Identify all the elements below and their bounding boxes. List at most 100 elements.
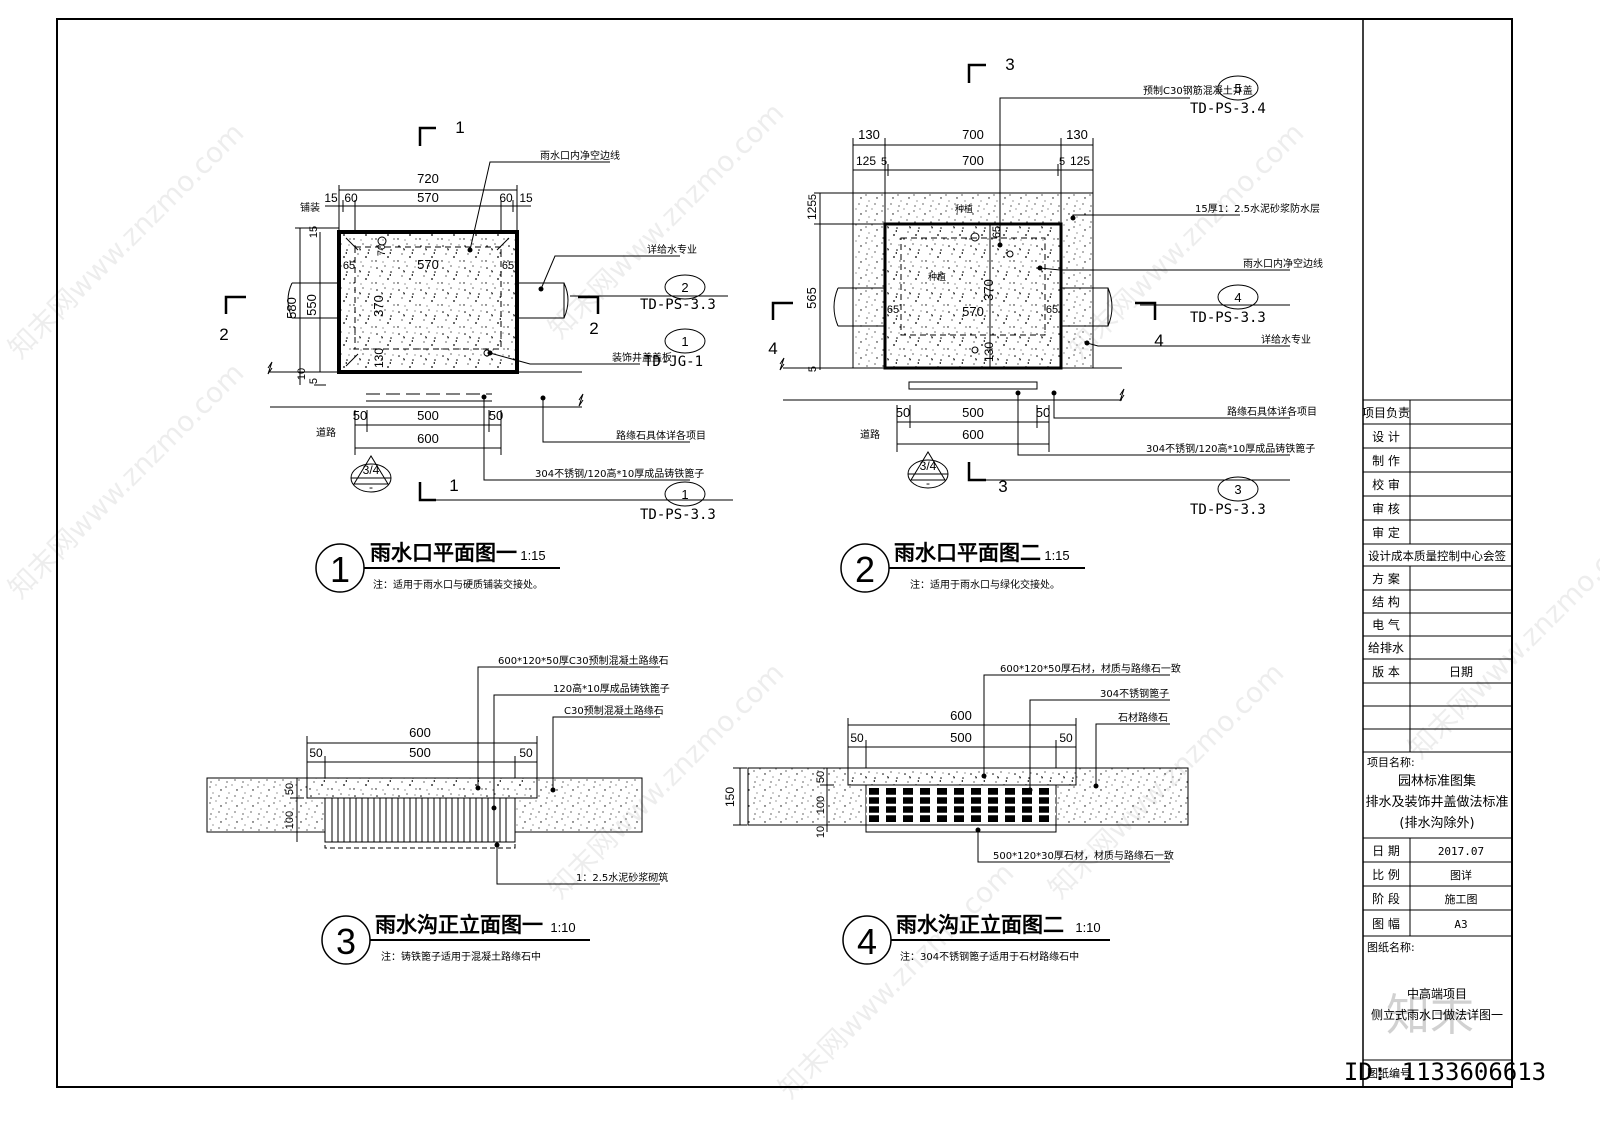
svg-text:15: 15 — [324, 191, 338, 205]
svg-text:15厚1：2.5水泥砂浆防水层: 15厚1：2.5水泥砂浆防水层 — [1195, 202, 1320, 215]
svg-text:15: 15 — [308, 226, 320, 238]
tb-row: 审 定 — [1372, 525, 1400, 540]
svg-text:版 本: 版 本 — [1372, 665, 1400, 679]
svg-text:图纸名称:: 图纸名称: — [1367, 940, 1415, 954]
tb-row: 项目负责 — [1362, 406, 1410, 420]
svg-text:15: 15 — [519, 191, 533, 205]
svg-text:5: 5 — [807, 194, 819, 200]
svg-text:4: 4 — [768, 339, 777, 358]
svg-text:排水及装饰井盖做法标准: 排水及装饰井盖做法标准 — [1365, 795, 1508, 810]
d3-title: 雨水沟正立面图一 — [375, 913, 543, 937]
svg-text:580: 580 — [284, 297, 299, 319]
svg-text:知末网www.znzmo.com: 知末网www.znzmo.com — [2, 116, 251, 365]
d3-number: 3 — [336, 921, 356, 962]
drawing-2-plan — [771, 63, 1290, 593]
d1-title: 雨水口平面图一 — [370, 541, 517, 565]
svg-text:结 构: 结 构 — [1372, 594, 1400, 609]
svg-text:日 期: 日 期 — [1372, 844, 1400, 858]
d2-number: 2 — [855, 549, 875, 590]
svg-text:道路: 道路 — [860, 428, 880, 441]
svg-text:-: - — [926, 476, 930, 490]
svg-text:(排水沟除外): (排水沟除外) — [1399, 816, 1474, 831]
svg-text:60: 60 — [499, 191, 513, 205]
svg-text:150: 150 — [723, 787, 737, 807]
svg-text:304不锈钢/120高*10厚成品铸铁篦子: 304不锈钢/120高*10厚成品铸铁篦子 — [1146, 442, 1315, 455]
drawing-4-elevation — [733, 674, 1189, 965]
svg-text:装饰井盖盖板: 装饰井盖盖板 — [612, 351, 672, 364]
tb-project-label: 项目名称: — [1367, 755, 1415, 769]
svg-text:50: 50 — [815, 771, 827, 783]
svg-text:1: 1 — [455, 118, 464, 137]
drawing-1-plan — [224, 126, 733, 593]
svg-text:4: 4 — [1234, 290, 1241, 305]
svg-text:TD-PS-3.4: TD-PS-3.4 — [1190, 101, 1266, 117]
svg-text:700: 700 — [962, 127, 984, 142]
svg-text:图纸编号: 图纸编号 — [1367, 1066, 1411, 1080]
svg-text:50: 50 — [309, 746, 323, 760]
svg-text:65: 65 — [502, 260, 514, 272]
svg-text:2: 2 — [589, 319, 598, 338]
svg-text:C30预制混凝土路缘石: C30预制混凝土路缘石 — [564, 704, 664, 717]
svg-text:50: 50 — [896, 405, 910, 420]
svg-text:知末网www.znzmo.com: 知末网www.znzmo.com — [1062, 116, 1311, 365]
svg-text:施工图: 施工图 — [1445, 893, 1478, 906]
tb-row: 制 作 — [1372, 454, 1400, 468]
tb-row: 校 审 — [1372, 477, 1400, 492]
svg-text:50: 50 — [1036, 405, 1050, 420]
watermark-logo: 知末 — [1386, 990, 1474, 1041]
svg-text:65: 65 — [887, 304, 899, 316]
grate-bars-3 — [331, 798, 507, 842]
svg-text:130: 130 — [982, 342, 996, 362]
svg-text:TD-PS-3.3: TD-PS-3.3 — [1190, 502, 1266, 518]
svg-text:50: 50 — [353, 408, 367, 423]
d1-note: 注：适用于雨水口与硬质铺装交接处。 — [373, 578, 543, 591]
svg-text:500: 500 — [950, 730, 972, 745]
svg-text:65: 65 — [343, 260, 355, 272]
svg-text:50: 50 — [1059, 731, 1073, 745]
svg-text:1：2.5水泥砂浆砌筑: 1：2.5水泥砂浆砌筑 — [576, 871, 668, 884]
svg-text:5: 5 — [1059, 156, 1065, 168]
tb-cosign: 设计成本质量控制中心会签 — [1368, 549, 1506, 563]
svg-text:500: 500 — [417, 408, 439, 423]
svg-text:3: 3 — [1234, 482, 1241, 497]
d4-title: 雨水沟正立面图二 — [896, 913, 1064, 937]
svg-text:65: 65 — [1046, 304, 1058, 316]
svg-text:100: 100 — [815, 796, 827, 814]
svg-text:125: 125 — [1070, 154, 1090, 168]
svg-text:阶 段: 阶 段 — [1372, 891, 1400, 906]
svg-text:5: 5 — [807, 366, 819, 372]
svg-text:2: 2 — [681, 280, 688, 295]
svg-text:预制C30钢筋混凝土井盖: 预制C30钢筋混凝土井盖 — [1143, 84, 1253, 97]
title-block-grid — [1363, 399, 1512, 1061]
d1-pave-label: 铺装 — [300, 201, 320, 214]
svg-text:2017.07: 2017.07 — [1438, 845, 1484, 858]
svg-text:3: 3 — [998, 477, 1007, 496]
svg-text:电 气: 电 气 — [1372, 617, 1400, 632]
svg-text:50: 50 — [284, 783, 296, 795]
svg-text:120高*10厚成品铸铁篦子: 120高*10厚成品铸铁篦子 — [553, 682, 670, 695]
svg-text:日期: 日期 — [1449, 665, 1473, 679]
svg-text:600: 600 — [962, 427, 984, 442]
watermark-id: ID: 1133606613 — [1344, 1058, 1546, 1086]
svg-text:知末网www.znzmo.com: 知末网www.znzmo.com — [772, 856, 1021, 1105]
svg-text:种植: 种植 — [928, 271, 946, 283]
svg-text:50: 50 — [850, 731, 864, 745]
d3-scale: 1:10 — [550, 920, 575, 935]
svg-text:4: 4 — [1154, 331, 1163, 350]
svg-text:石材路缘石: 石材路缘石 — [1118, 711, 1168, 724]
svg-text:详给水专业: 详给水专业 — [647, 243, 697, 256]
d2-note: 注：适用于雨水口与绿化交接处。 — [910, 578, 1060, 591]
outer-border — [56, 18, 1513, 1088]
svg-text:600*120*50厚C30预制混凝土路缘石: 600*120*50厚C30预制混凝土路缘石 — [498, 654, 669, 667]
drawing-3-elevation — [206, 666, 660, 965]
svg-text:侧立式雨水口做法详图一: 侧立式雨水口做法详图一 — [1371, 1007, 1503, 1022]
svg-text:10: 10 — [296, 368, 308, 380]
net-line-1 — [354, 246, 502, 350]
d4-scale: 1:10 — [1075, 920, 1100, 935]
svg-text:详给水专业: 详给水专业 — [1261, 333, 1311, 346]
svg-text:种植: 种植 — [955, 203, 973, 215]
svg-text:125: 125 — [805, 200, 819, 220]
svg-text:-: - — [369, 480, 373, 494]
svg-text:方 案: 方 案 — [1372, 571, 1400, 586]
